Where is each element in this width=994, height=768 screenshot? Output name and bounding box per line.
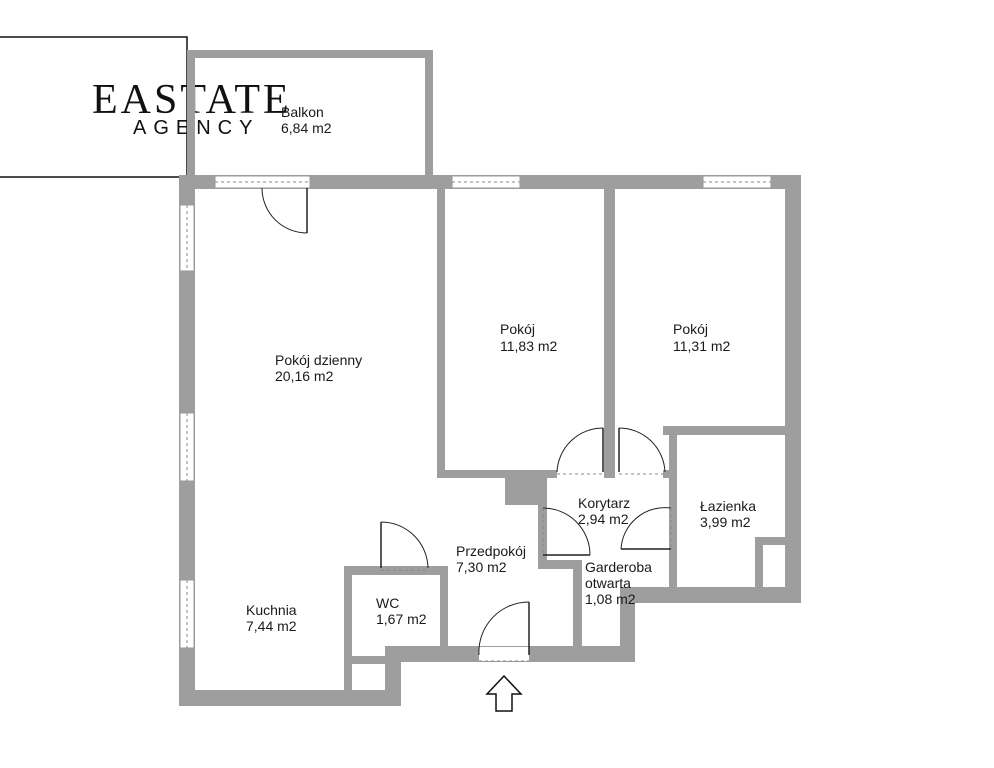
- room-name-kuchnia: Kuchnia: [246, 602, 297, 618]
- wall-bathroom-left: [669, 426, 677, 591]
- room-area-korytarz: 2,94 m2: [578, 511, 629, 527]
- wall-garderoba-left: [573, 560, 582, 655]
- room-area-balkon: 6,84 m2: [281, 120, 332, 136]
- door-wc-arc: [380, 521, 429, 569]
- wall-bedroom1-bottom: [437, 470, 557, 478]
- room-area-przedpokoj: 7,30 m2: [456, 559, 507, 575]
- wall-outer-right: [785, 175, 801, 603]
- room-area-wc: 1,67 m2: [376, 611, 427, 627]
- room-name-pokoj-dzienny: Pokój dzienny: [275, 352, 362, 368]
- window-bedroom2: [702, 175, 772, 189]
- wall-balcony-right: [425, 50, 433, 180]
- wall-wc-left: [344, 566, 352, 696]
- room-name-pokoj-1: Pokój: [500, 321, 535, 337]
- room-name-pokoj-2: Pokój: [673, 321, 708, 337]
- wall-shaft-top: [755, 537, 785, 545]
- wall-outer-bottom-right: [620, 587, 801, 603]
- door-balcony-arc: [261, 187, 308, 234]
- doors: [261, 187, 672, 662]
- wall-shaft-left: [755, 537, 763, 592]
- room-area-lazienka: 3,99 m2: [700, 514, 751, 530]
- room-area-pokoj-dzienny: 20,16 m2: [275, 368, 334, 384]
- window-kitchen: [179, 579, 195, 649]
- room-name-balkon: Balkon: [281, 104, 324, 120]
- room-area-kuchnia: 7,44 m2: [246, 618, 297, 634]
- room-area-garderoba: 1,08 m2: [585, 591, 636, 607]
- window-bedroom1: [451, 175, 521, 189]
- room-area-pokoj-1: 11,83 m2: [500, 338, 558, 354]
- room-name-garderoba: Garderoba: [585, 559, 652, 575]
- wall-garderoba-top: [538, 560, 582, 569]
- wall-wc-bottom: [344, 656, 399, 664]
- room-name-wc: WC: [376, 595, 399, 611]
- walls: [179, 50, 801, 706]
- door-bedroom1-arc: [556, 427, 604, 473]
- room-labels: Balkon 6,84 m2 Pokój dzienny 20,16 m2 Po…: [246, 104, 756, 634]
- wall-bedroom1-left: [437, 183, 445, 478]
- window-living-left-2: [179, 412, 195, 482]
- wall-garderoba-right: [620, 587, 635, 662]
- room-name2-garderoba: otwarta: [585, 575, 631, 591]
- room-area-pokoj-2: 11,31 m2: [673, 338, 731, 354]
- door-entrance-arc: [478, 601, 530, 656]
- wall-bathroom-top: [663, 426, 793, 435]
- room-name-lazienka: Łazienka: [700, 498, 756, 514]
- door-bedroom2-arc: [618, 427, 666, 473]
- wall-bedroom-divider: [604, 183, 615, 478]
- door-bathroom-arc: [620, 507, 672, 550]
- logo-sub-text: AGENCY: [133, 117, 259, 139]
- entrance-arrow-icon: [485, 674, 523, 712]
- windows: [179, 175, 772, 649]
- wall-outer-bottom-left: [179, 690, 401, 706]
- wall-balcony-top: [187, 50, 433, 58]
- wall-wc-right: [440, 566, 448, 656]
- room-name-przedpokoj: Przedpokój: [456, 543, 526, 559]
- door-korytarz-left-arc: [542, 507, 591, 556]
- wall-entrance-step: [385, 646, 401, 706]
- wall-balcony-left: [187, 50, 195, 180]
- room-name-korytarz: Korytarz: [578, 495, 630, 511]
